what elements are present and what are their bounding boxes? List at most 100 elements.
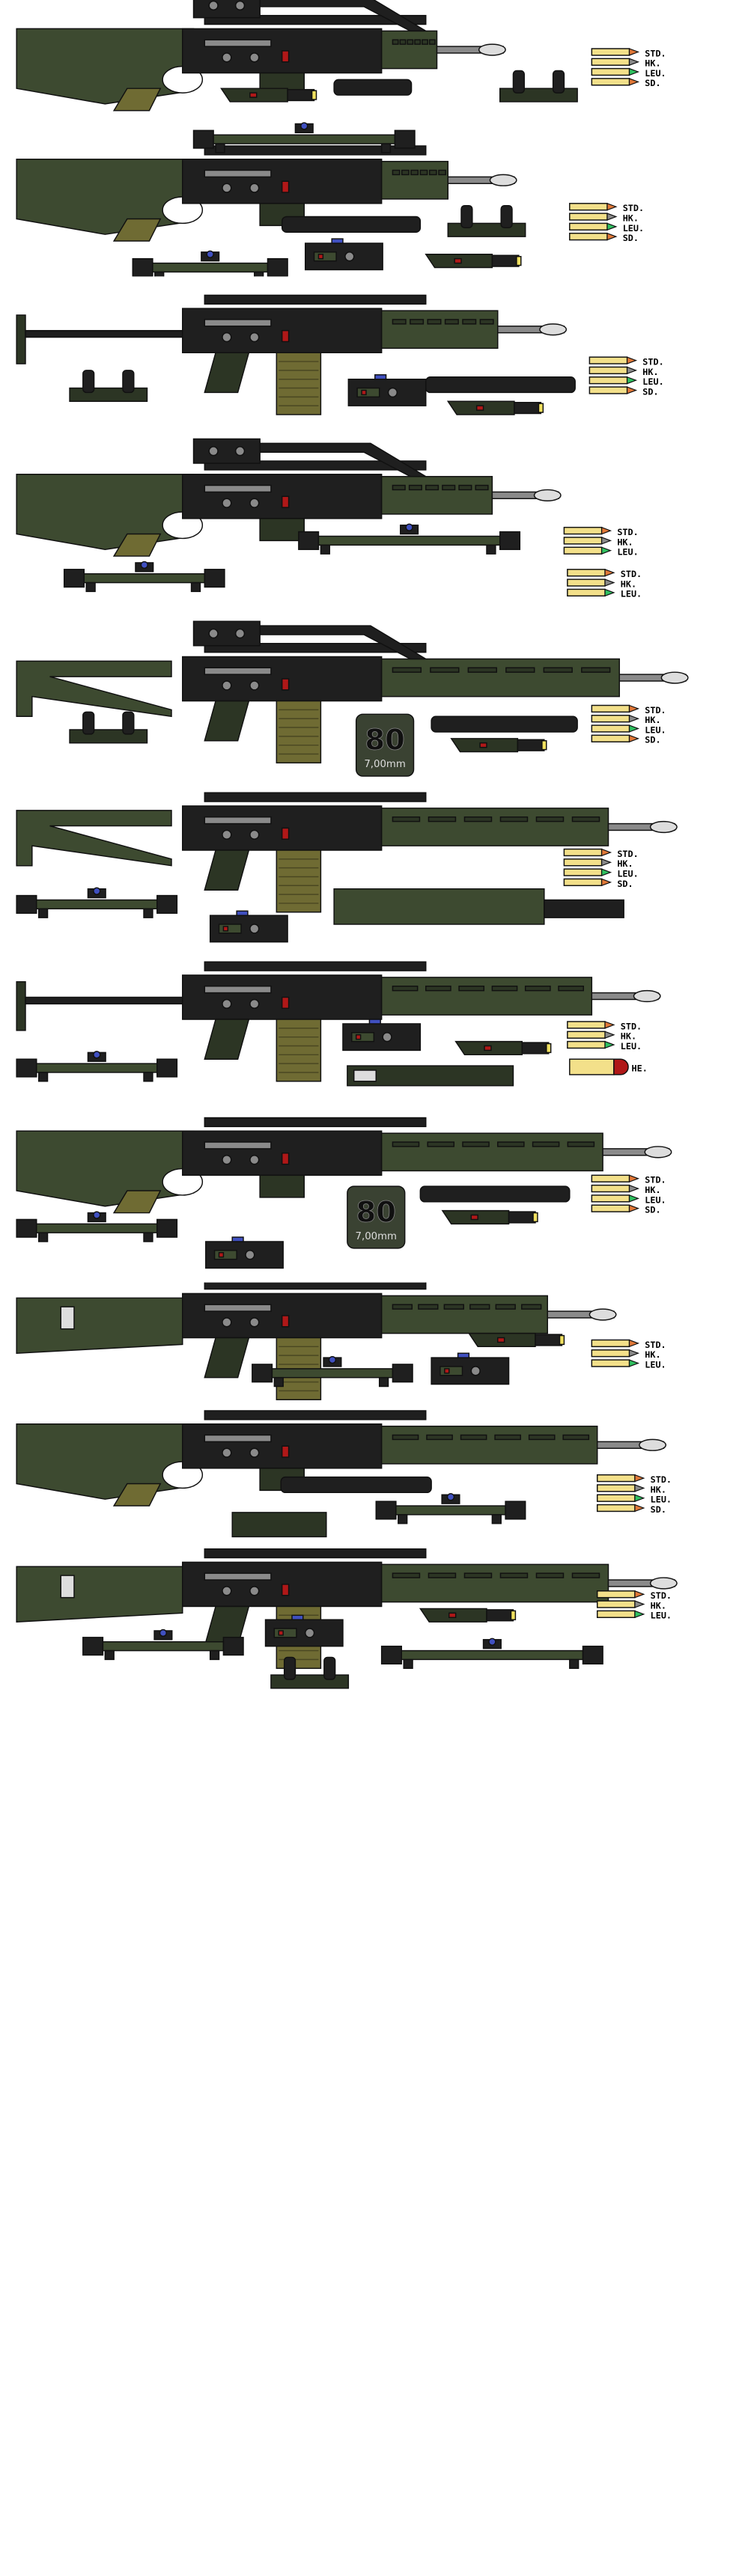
ammo-label-std: STD. bbox=[645, 705, 666, 715]
bullet-tip bbox=[628, 714, 640, 723]
sight-window bbox=[439, 1366, 463, 1376]
sight-dot bbox=[317, 254, 324, 260]
magazine bbox=[276, 1019, 322, 1082]
handguard bbox=[380, 977, 593, 1016]
weapon-row-4: STD.HK.LEU.STD.HK.LEU. bbox=[0, 426, 730, 614]
vent bbox=[535, 816, 565, 822]
flashlight-switch bbox=[484, 1045, 492, 1052]
handguard bbox=[380, 160, 449, 200]
bipod-leg bbox=[122, 711, 135, 735]
magazine bbox=[276, 849, 322, 913]
selector bbox=[281, 1315, 290, 1328]
ammo-label-hk: HK. bbox=[621, 1031, 636, 1042]
cartridge-case bbox=[591, 704, 630, 713]
stock-slot bbox=[60, 1575, 75, 1599]
pistol-grip bbox=[204, 1337, 250, 1379]
screw bbox=[344, 251, 355, 262]
ammo-label-sd: SD. bbox=[623, 233, 639, 243]
rifle bbox=[16, 1282, 617, 1400]
scope-objective bbox=[156, 894, 178, 914]
he-round: HE. bbox=[569, 1058, 648, 1075]
bipod bbox=[270, 1656, 350, 1689]
suppressor-body bbox=[281, 216, 422, 233]
screw bbox=[249, 332, 260, 343]
bipod-leg bbox=[552, 70, 565, 94]
sight-window bbox=[273, 1628, 297, 1638]
scope-ring bbox=[398, 1514, 408, 1524]
bullet-tip bbox=[634, 1504, 645, 1513]
selector bbox=[281, 495, 290, 508]
red-dot-sight bbox=[209, 910, 288, 943]
ammo-label-leu: LEU. bbox=[651, 1611, 672, 1621]
scope bbox=[380, 1638, 603, 1669]
weapon-row-graphic: STD.HK.LEU.SD. bbox=[16, 1410, 672, 1538]
bullet-tip bbox=[601, 537, 612, 545]
mag-box-bg bbox=[347, 1185, 406, 1249]
ammo-label-leu: LEU. bbox=[645, 68, 666, 79]
sight-dot bbox=[222, 926, 229, 932]
ammo-label-std: STD. bbox=[617, 527, 638, 537]
vent bbox=[444, 319, 459, 325]
selector bbox=[281, 50, 290, 63]
weapon-row-6: STD.HK.LEU.SD. bbox=[0, 785, 730, 951]
vent bbox=[401, 169, 410, 176]
receiver-detail bbox=[204, 1572, 272, 1581]
ammo-label-std: STD. bbox=[623, 203, 644, 213]
vent bbox=[543, 667, 573, 673]
cartridge-case bbox=[591, 58, 630, 66]
weapon-row-10: STD.HK.LEU.SD. bbox=[0, 1404, 730, 1548]
ammo-label-std: STD. bbox=[621, 1021, 642, 1031]
ammo-legend: STD.HK.LEU.SD. bbox=[588, 356, 664, 397]
receiver-detail bbox=[204, 319, 272, 327]
sight-window bbox=[356, 387, 380, 398]
scope-ring bbox=[209, 1649, 220, 1661]
sight-dot bbox=[355, 1034, 362, 1040]
screw bbox=[249, 1586, 260, 1596]
ammo-label-std: STD. bbox=[645, 1340, 666, 1350]
mag-box-caliber: 7,00mm bbox=[356, 1231, 397, 1242]
rifle bbox=[16, 0, 506, 112]
flash-hider bbox=[489, 174, 517, 186]
bipod-leg bbox=[283, 1656, 296, 1680]
stock-rod bbox=[25, 329, 192, 338]
ammo-label-std: STD. bbox=[645, 48, 666, 58]
flashlight-head bbox=[514, 401, 542, 415]
screw bbox=[208, 446, 219, 457]
magazine bbox=[276, 700, 322, 764]
screw bbox=[222, 52, 232, 63]
flash-hider bbox=[639, 1438, 667, 1451]
cartridge-case bbox=[596, 1494, 636, 1502]
bullet-tip bbox=[601, 848, 612, 857]
bullet-tip bbox=[634, 1600, 645, 1608]
screw bbox=[222, 998, 232, 1010]
rifle bbox=[16, 620, 689, 764]
scope-objective bbox=[222, 1637, 244, 1656]
scope bbox=[375, 1493, 526, 1524]
vent bbox=[558, 985, 585, 992]
optic-mount bbox=[192, 620, 261, 647]
vent bbox=[425, 985, 451, 992]
handguard bbox=[380, 1425, 598, 1465]
cartridge-case bbox=[563, 848, 603, 857]
vent bbox=[428, 816, 457, 822]
stock bbox=[16, 1297, 183, 1354]
receiver-detail bbox=[204, 1141, 272, 1150]
flashlight-switch bbox=[475, 405, 484, 411]
bipod bbox=[499, 70, 578, 103]
scope bbox=[192, 122, 416, 153]
handguard bbox=[380, 658, 621, 698]
flashlight-head bbox=[508, 1211, 536, 1224]
vent bbox=[495, 1304, 516, 1310]
weapon-row-11: STD.HK.LEU. bbox=[0, 1542, 730, 1725]
rifle bbox=[16, 145, 517, 242]
screw bbox=[300, 122, 308, 130]
screw bbox=[249, 1155, 260, 1165]
cartridge-case bbox=[596, 1474, 636, 1483]
screw bbox=[304, 1628, 315, 1638]
scope-objective bbox=[392, 1364, 413, 1383]
ammo-label-std: STD. bbox=[621, 569, 642, 579]
vent bbox=[392, 1434, 419, 1441]
flashlight-head bbox=[486, 1609, 514, 1622]
ammo-label-sd: SD. bbox=[617, 879, 633, 889]
rifle bbox=[16, 438, 562, 557]
